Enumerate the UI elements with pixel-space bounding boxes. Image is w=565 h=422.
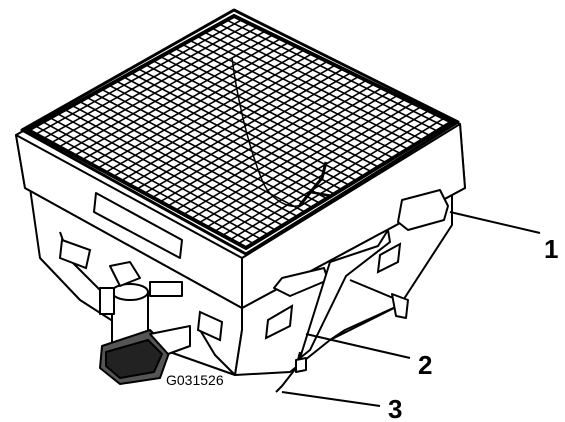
grid-line	[191, 94, 398, 220]
grid-line	[144, 72, 352, 194]
grid-line	[174, 47, 394, 159]
grid-line	[226, 19, 445, 128]
grid-line	[206, 102, 414, 228]
grid-line	[159, 79, 367, 203]
grid-line	[175, 87, 383, 211]
leader-line-2	[305, 333, 411, 359]
grid-line	[214, 106, 422, 232]
leader-line-3	[281, 391, 381, 407]
callout-leaders	[281, 211, 541, 407]
leader-line-1	[449, 211, 541, 234]
grid-line	[160, 56, 379, 168]
screen-frame	[23, 13, 457, 251]
grid-line	[211, 27, 431, 137]
grid-line	[182, 43, 401, 155]
figure-id: G031526	[166, 372, 224, 388]
hopper-windows	[58, 238, 402, 342]
grid-line	[218, 23, 438, 132]
grid-line	[167, 83, 375, 207]
grid-line	[189, 39, 409, 150]
grid-line	[183, 91, 391, 215]
hopper-strap	[275, 229, 409, 393]
spinner-motor	[99, 261, 191, 385]
grid-line	[222, 109, 430, 237]
callout-3: 3	[388, 394, 402, 422]
grid-line	[136, 68, 344, 190]
grid-line	[198, 98, 406, 224]
grid-line	[145, 64, 365, 177]
grid-line	[196, 35, 416, 146]
grid-line	[137, 68, 357, 182]
callout-2: 2	[418, 350, 432, 380]
callout-1: 1	[544, 234, 558, 264]
grid-line	[204, 31, 423, 141]
grid-line	[152, 75, 359, 199]
grid-line	[230, 113, 437, 241]
grid-line	[237, 117, 445, 245]
grid-line	[152, 60, 372, 173]
grid-line	[167, 51, 387, 164]
side-handles	[273, 189, 449, 297]
latch-cable	[231, 57, 333, 207]
